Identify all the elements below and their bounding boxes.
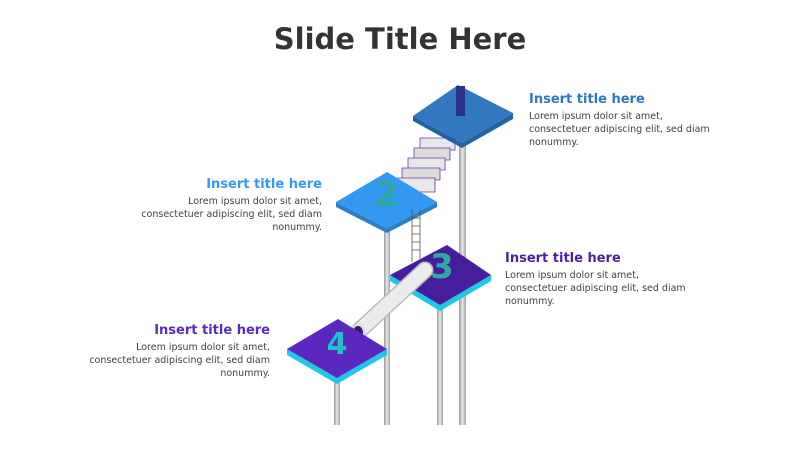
step-2-body: Lorem ipsum dolor sit amet, consectetuer… [141,196,322,233]
platform-3-number: 3 [430,247,454,287]
ladder [411,210,421,262]
step-4-title: Insert title here [154,323,270,338]
pole-3 [437,305,443,425]
platform-4: 4 [287,319,387,384]
step-3-body: Lorem ipsum dolor sit amet, consectetuer… [505,270,686,307]
platform-4-top [287,319,387,378]
slide-title: Slide Title Here [273,22,527,56]
step-1-body: Lorem ipsum dolor sit amet, consectetuer… [529,111,710,148]
platform-2-number: 2 [374,175,398,215]
pole-4 [334,376,340,425]
step-1-text: Insert title here Lorem ipsum dolor sit … [529,92,789,149]
platform-1-number [456,86,465,116]
step-3-text: Insert title here Lorem ipsum dolor sit … [505,251,765,308]
step-4-body: Lorem ipsum dolor sit amet, consectetuer… [89,342,270,379]
step-4-text: Insert title here Lorem ipsum dolor sit … [10,323,270,380]
platform-1 [413,85,513,148]
platform-4-number: 4 [327,327,348,362]
pole-2 [384,226,390,425]
step-2-title: Insert title here [206,177,322,192]
step-1-title: Insert title here [529,92,645,107]
stairs [395,137,456,193]
step-3-title: Insert title here [505,251,621,266]
step-2-text: Insert title here Lorem ipsum dolor sit … [62,177,322,234]
